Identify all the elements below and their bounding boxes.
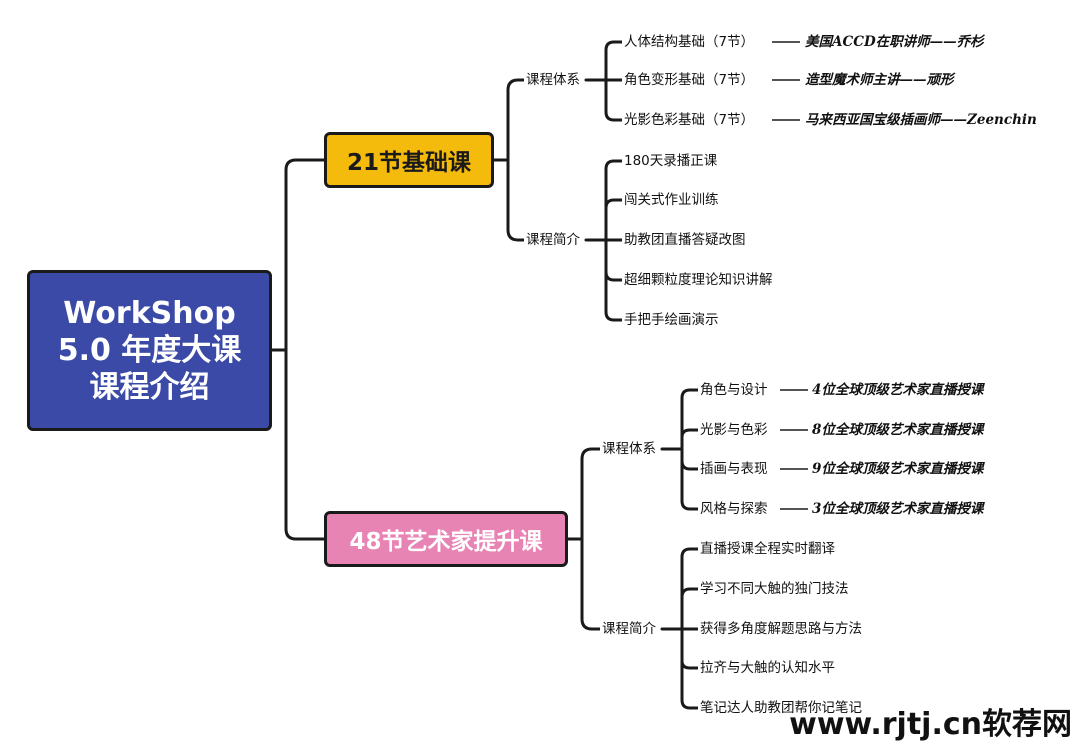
b2-intro-item: 直播授课全程实时翻译	[698, 540, 837, 558]
branch-basic-course: 21节基础课	[324, 132, 494, 188]
root-title-line-1: WorkShop	[63, 296, 236, 331]
b2-system-teacher: 4位全球顶级艺术家直播授课	[812, 382, 984, 398]
b2-system-teacher: 3位全球顶级艺术家直播授课	[812, 501, 984, 517]
b1-intro-item: 超细颗粒度理论知识讲解	[622, 271, 775, 289]
b2-intro-item: 学习不同大触的独门技法	[698, 580, 851, 598]
b1-intro-item: 闯关式作业训练	[622, 191, 721, 209]
b1-system-teacher: 造型魔术师主讲——顽形	[805, 72, 954, 88]
branch-artist-title: 48节艺术家提升课	[349, 529, 543, 555]
b2-system-teacher: 8位全球顶级艺术家直播授课	[812, 422, 984, 438]
b1-system-item: 光影色彩基础（7节）	[622, 111, 757, 129]
b2-system-teacher: 9位全球顶级艺术家直播授课	[812, 461, 984, 477]
b1-system-teacher: 美国ACCD在职讲师——乔杉	[805, 34, 984, 50]
b2-system-item: 角色与设计	[698, 381, 770, 399]
b2-system-item: 插画与表现	[698, 460, 770, 478]
b1-system-label: 课程体系	[524, 71, 582, 89]
root-title-line-3: 课程介绍	[89, 370, 210, 405]
branch-artist-course: 48节艺术家提升课	[324, 511, 568, 567]
b1-intro-item: 手把手绘画演示	[622, 311, 721, 329]
b2-intro-label: 课程简介	[600, 620, 658, 638]
watermark: www.rjtj.cn软荐网	[789, 707, 1072, 742]
b1-system-item: 角色变形基础（7节）	[622, 71, 757, 89]
b1-intro-item: 助教团直播答疑改图	[622, 231, 748, 249]
b2-intro-item: 拉齐与大触的认知水平	[698, 659, 837, 677]
b2-system-item: 光影与色彩	[698, 421, 770, 439]
root-title-line-2: 5.0 年度大课	[57, 333, 242, 368]
b1-intro-label: 课程简介	[524, 231, 582, 249]
b2-intro-item: 笔记达人助教团帮你记笔记	[698, 699, 864, 717]
b2-system-label: 课程体系	[600, 440, 658, 458]
branch-basic-title: 21节基础课	[346, 150, 471, 176]
b1-system-teacher: 马来西亚国宝级插画师——Zeenchin	[805, 112, 1037, 128]
b1-intro-item: 180天录播正课	[622, 152, 720, 170]
root-node: WorkShop 5.0 年度大课 课程介绍	[27, 270, 272, 431]
b1-system-item: 人体结构基础（7节）	[622, 33, 757, 51]
b2-system-item: 风格与探索	[698, 500, 770, 518]
b2-intro-item: 获得多角度解题思路与方法	[698, 620, 864, 638]
